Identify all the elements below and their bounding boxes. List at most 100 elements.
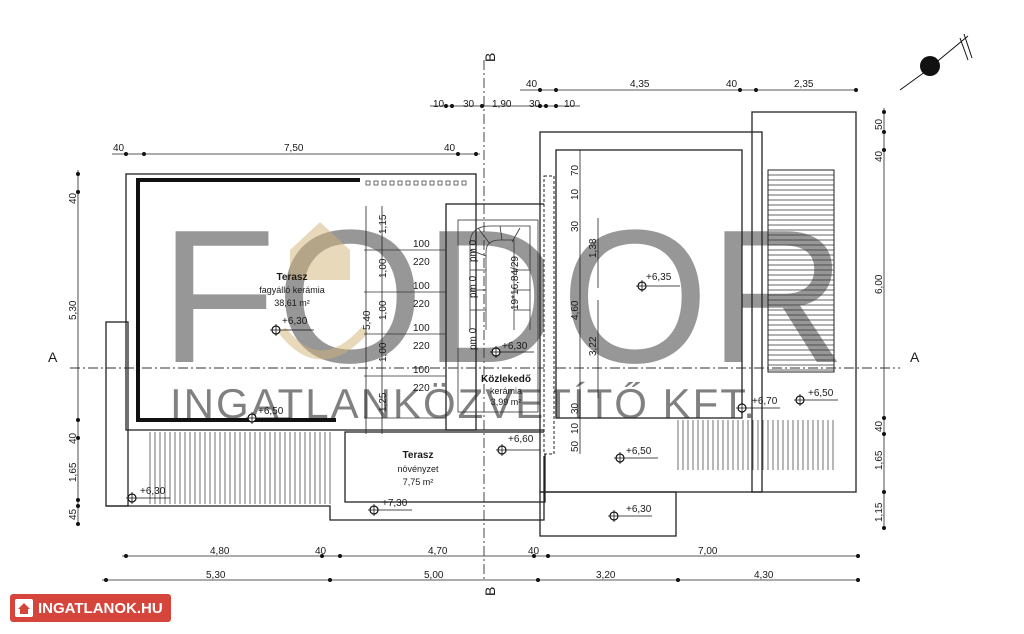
building-outline: [105, 111, 857, 537]
dim-tick: [882, 148, 886, 152]
opening-3-width: 100: [413, 323, 430, 334]
level-corridor: +6,30: [502, 341, 528, 352]
dim-mid-e: 4,60: [570, 300, 581, 320]
dim-tick: [76, 172, 80, 176]
dim-tick: [76, 436, 80, 440]
dim-tick: [532, 554, 536, 558]
dim-tick: [538, 88, 542, 92]
stair-pm-2: pm 0: [468, 275, 479, 298]
dim-left-b: 5,30: [68, 300, 79, 320]
room-terrace-main-name: Terasz: [277, 272, 308, 283]
room-terrace-small-area: 7,75 m²: [403, 477, 434, 487]
level-labels: +6,30 +6,30 +6,50 +6,30 +7,30 +6,60 +6,5…: [140, 272, 834, 515]
dim-left-c: 40: [68, 432, 79, 444]
dim-top3-b: 7,50: [284, 143, 304, 154]
section-marker-a-left: A: [48, 349, 58, 365]
dim-tick: [76, 418, 80, 422]
dim-inner-f: 5,40: [362, 310, 373, 330]
dim-bottom2-a: 5,30: [206, 570, 226, 581]
dim-tick: [754, 88, 758, 92]
dim-bottom1-e: 7,00: [698, 546, 718, 557]
parapet-block: [381, 180, 387, 186]
dim-left-d: 1,65: [68, 462, 79, 482]
section-marker-b-bottom: B: [482, 587, 498, 596]
dim-mid-g: 30: [570, 402, 581, 414]
dim-tick: [738, 88, 742, 92]
dim-right-c: 6,00: [874, 274, 885, 294]
level-1: +6,50: [258, 406, 284, 417]
parapet-block: [365, 180, 371, 186]
section-marker-a-right: A: [910, 349, 920, 365]
dim-tick: [554, 88, 558, 92]
dim-tick: [338, 554, 342, 558]
dim-tick: [480, 104, 484, 108]
dim-tick: [76, 498, 80, 502]
level-2: +6,30: [140, 486, 166, 497]
dim-inner-a: 1,15: [378, 214, 389, 234]
room-corridor: Közlekedő kerámia 3,99 m²: [481, 374, 531, 407]
dim-top2-e: 10: [564, 99, 576, 110]
dim-inner-e: 1,25: [378, 392, 389, 412]
dim-bottom2-c: 3,20: [596, 570, 616, 581]
dim-tick: [554, 104, 558, 108]
dim-mid-d: 1,38: [588, 238, 599, 258]
dim-right-d: 40: [874, 420, 885, 432]
dim-tick: [536, 578, 540, 582]
dim-tick: [546, 554, 550, 558]
dim-top3-c: 40: [444, 143, 456, 154]
dim-tick: [882, 526, 886, 530]
room-terrace-small-name: Terasz: [403, 450, 434, 461]
dim-tick: [882, 110, 886, 114]
parapet-block: [453, 180, 459, 186]
dim-right-b: 40: [874, 150, 885, 162]
dim-tick: [856, 554, 860, 558]
opening-4-height: 220: [413, 383, 430, 394]
dim-bottom1-b: 40: [315, 546, 327, 557]
room-terrace-small-finish: növényzet: [397, 464, 439, 474]
dim-tick: [538, 104, 542, 108]
dim-mid-a: 70: [570, 164, 581, 176]
parapet-block: [437, 180, 443, 186]
watermark-house-icon: [278, 222, 369, 360]
dim-top1-c: 40: [726, 79, 738, 90]
dim-top2-c: 1,90: [492, 99, 512, 110]
dim-right-f: 1,15: [874, 502, 885, 522]
dim-tick: [320, 554, 324, 558]
section-marker-b-top: B: [482, 53, 498, 62]
parapet-block: [429, 180, 435, 186]
parapet-block: [389, 180, 395, 186]
slat-frame: [767, 169, 835, 373]
level-markers: [126, 280, 838, 522]
dim-tick: [450, 104, 454, 108]
dim-mid-f: 3,22: [588, 336, 599, 356]
dim-tick: [456, 152, 460, 156]
dim-left-a: 40: [68, 192, 79, 204]
dim-tick: [882, 416, 886, 420]
stair-pm-1: pm 0: [468, 239, 479, 262]
dim-mid-c: 30: [570, 220, 581, 232]
parapet-block: [421, 180, 427, 186]
dim-tick: [328, 578, 332, 582]
source-badge[interactable]: INGATLANOK.HU: [10, 594, 171, 622]
level-6: +6,30: [626, 504, 652, 515]
opening-1-width: 100: [413, 239, 430, 250]
parapet-block: [373, 180, 379, 186]
opening-2-height: 220: [413, 299, 430, 310]
level-7: +6,35: [646, 272, 672, 283]
parapet-block: [405, 180, 411, 186]
room-terrace-main: Terasz fagyálló kerámia 38,61 m²: [259, 272, 325, 308]
dim-bottom2-d: 4,30: [754, 570, 774, 581]
dim-right-e: 1,65: [874, 450, 885, 470]
room-terrace-main-finish: fagyálló kerámia: [259, 285, 325, 295]
level-9: +6,50: [808, 388, 834, 399]
dim-tick: [882, 130, 886, 134]
watermark-brand: FODOR: [160, 191, 846, 403]
level-4: +6,60: [508, 434, 534, 445]
dim-tick: [882, 490, 886, 494]
dim-top2-a: 10: [433, 99, 445, 110]
dim-bottom1-a: 4,80: [210, 546, 230, 557]
opening-4-width: 100: [413, 365, 430, 376]
dim-bottom1-d: 40: [528, 546, 540, 557]
dim-tick: [142, 152, 146, 156]
